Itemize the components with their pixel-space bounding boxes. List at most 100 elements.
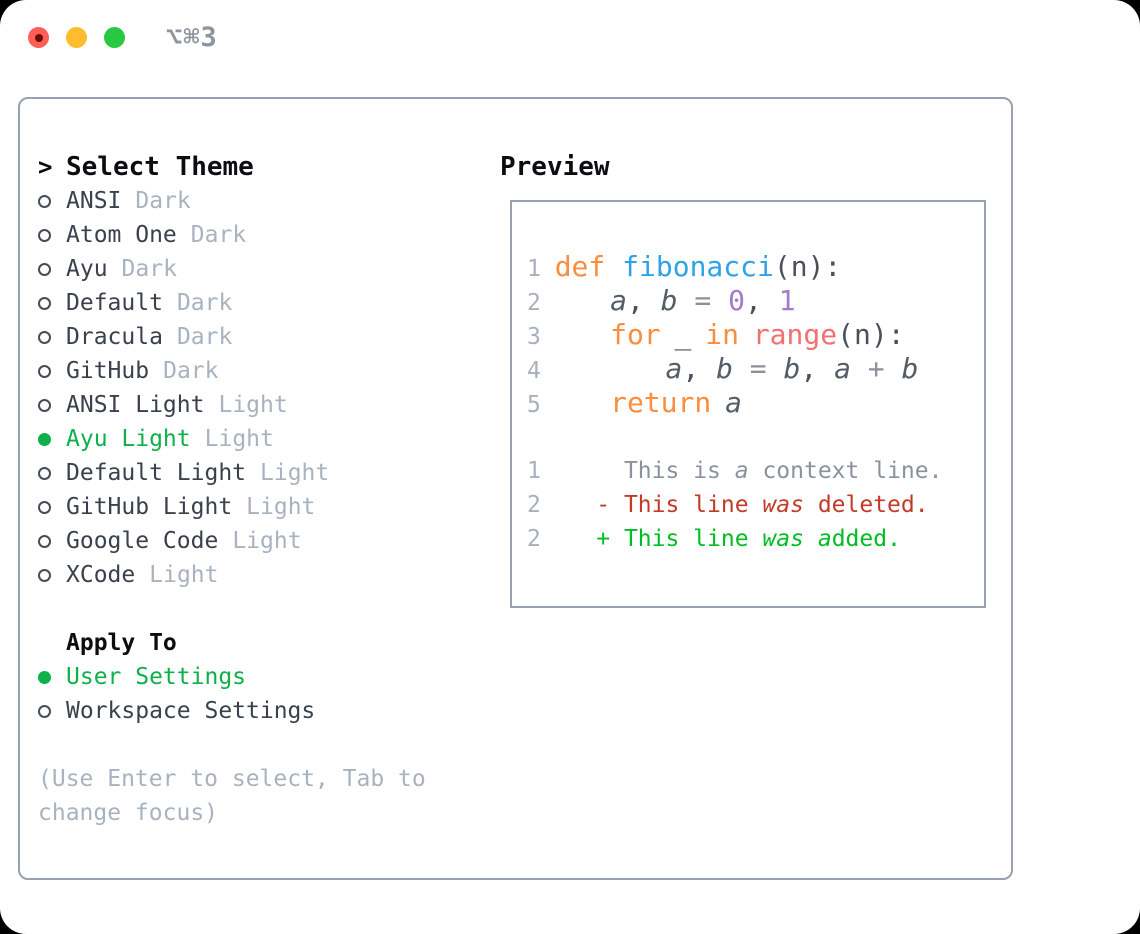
- code-token: =: [732, 352, 784, 385]
- minimize-button[interactable]: [66, 27, 87, 48]
- theme-name: GitHub Light: [66, 494, 233, 520]
- code-token: ,: [744, 284, 779, 317]
- theme-variant: Dark: [121, 256, 177, 282]
- radio-selected-icon: [38, 670, 66, 684]
- code-line-7: 1 This is a context line.: [527, 454, 978, 488]
- code-token: =: [677, 284, 729, 317]
- code-token: (n):: [773, 250, 842, 283]
- code-token: fibonacci: [622, 250, 774, 283]
- spacer: [38, 728, 426, 762]
- code-token: return: [610, 386, 712, 419]
- line-number: 2: [527, 526, 555, 552]
- code-token: range: [752, 318, 838, 351]
- theme-variant: Light: [232, 528, 302, 554]
- code-token: [691, 324, 705, 350]
- theme-variant: Dark: [190, 222, 247, 248]
- radio-icon: [38, 330, 66, 344]
- code-token: [555, 492, 597, 518]
- apply-option-workspace-settings[interactable]: Workspace Settings: [38, 694, 426, 728]
- spacer: [38, 592, 426, 626]
- radio-icon: [38, 568, 66, 582]
- radio-icon: [38, 704, 66, 718]
- code-token: b: [716, 352, 733, 385]
- line-number: 2: [527, 492, 555, 518]
- preview-title: Preview: [500, 152, 610, 182]
- theme-name: ANSI Light: [66, 392, 205, 418]
- code-token: for: [610, 318, 661, 351]
- hint-line-1: (Use Enter to select, Tab to: [38, 766, 426, 792]
- code-token: b: [901, 352, 919, 385]
- code-token: _: [674, 318, 692, 351]
- code-line-9: 2 + This line was added.: [527, 522, 978, 556]
- code-token: dded.: [831, 526, 901, 552]
- code-token: [555, 358, 666, 384]
- code-token: 1: [778, 284, 796, 317]
- code-token: was: [762, 526, 804, 552]
- line-number: 1: [527, 458, 555, 484]
- radio-icon: [38, 534, 66, 548]
- code-token: was: [762, 492, 804, 518]
- line-number: 5: [527, 392, 555, 418]
- code-token: [555, 526, 597, 552]
- theme-variant: Dark: [176, 324, 233, 350]
- theme-item-google-code[interactable]: Google Code Light: [38, 524, 426, 558]
- unsaved-indicator-icon: [34, 33, 43, 42]
- theme-name: Ayu Light: [66, 426, 191, 452]
- code-token: a: [817, 526, 832, 552]
- theme-item-ayu[interactable]: Ayu Dark: [38, 252, 426, 286]
- radio-icon: [38, 262, 66, 276]
- radio-selected-icon: [38, 432, 66, 446]
- theme-name: Ayu: [66, 256, 108, 282]
- code-token: ,: [626, 284, 661, 317]
- code-token: deleted.: [803, 492, 929, 518]
- theme-name: ANSI: [66, 188, 122, 214]
- code-line-3: 3 for _ in range(n):: [527, 318, 978, 352]
- apply-to-title: Apply To: [66, 630, 177, 656]
- code-token: [555, 290, 610, 316]
- apply-option-user-settings[interactable]: User Settings: [38, 660, 426, 694]
- code-token: a: [734, 458, 749, 484]
- code-token: context line.: [748, 458, 943, 484]
- code-token: +: [850, 352, 902, 385]
- theme-name: Default: [66, 290, 163, 316]
- code-line-5: 5 return a: [527, 386, 978, 420]
- select-theme-title: Select Theme: [66, 152, 254, 182]
- prompt-icon: >: [38, 153, 53, 181]
- theme-item-ayu-light[interactable]: Ayu Light Light: [38, 422, 426, 456]
- theme-variant: Light: [149, 562, 219, 588]
- code-token: [711, 392, 725, 418]
- code-token: [661, 324, 675, 350]
- theme-name: Google Code: [66, 528, 219, 554]
- radio-icon: [38, 398, 66, 412]
- code-token: [804, 526, 818, 552]
- theme-name: Default Light: [66, 460, 247, 486]
- code-line-8: 2 - This line was deleted.: [527, 488, 978, 522]
- theme-variant: Light: [204, 426, 274, 452]
- close-button[interactable]: [28, 27, 49, 48]
- hint-text: (Use Enter to select, Tab to change focu…: [38, 762, 426, 830]
- theme-variant: Light: [260, 460, 330, 486]
- line-number: 2: [527, 290, 555, 316]
- line-number: 1: [527, 256, 555, 282]
- code-line-6: [527, 420, 978, 454]
- code-token: + This line: [596, 526, 763, 552]
- maximize-button[interactable]: [104, 27, 125, 48]
- code-token: [555, 392, 610, 418]
- theme-item-default-light[interactable]: Default Light Light: [38, 456, 426, 490]
- apply-option-label: Workspace Settings: [66, 698, 316, 724]
- code-line-2: 2 a, b = 0, 1: [527, 284, 978, 318]
